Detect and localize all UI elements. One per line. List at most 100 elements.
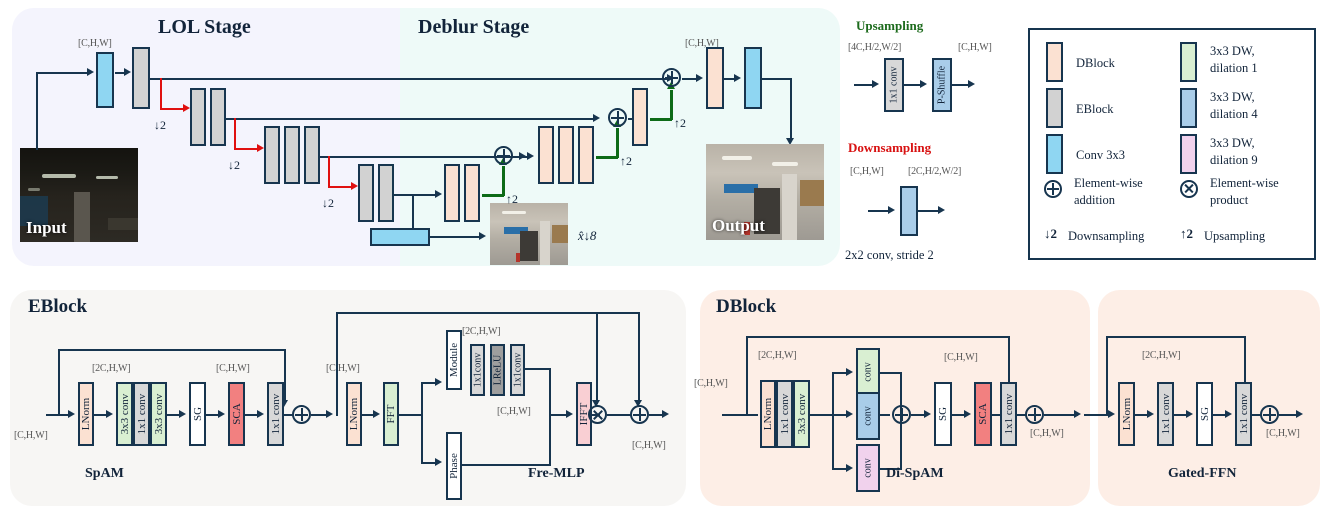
spam-subtitle: SpAM bbox=[85, 466, 124, 481]
up1-mark: ↑2 bbox=[674, 116, 686, 130]
fremlp-skip-drop-mul bbox=[596, 312, 598, 404]
fremlp-split-v bbox=[421, 382, 423, 464]
dispam-sca-block: SCA bbox=[974, 382, 992, 446]
spam-mid-dim: [2C,H,W] bbox=[92, 363, 131, 374]
downsampling-in-dim: [C,H,W] bbox=[850, 166, 884, 177]
dispam-sca-out-line bbox=[992, 414, 1004, 416]
spam-out-1x1conv-label: 1x1 conv bbox=[269, 393, 282, 435]
gffn-lnorm-out-line bbox=[1135, 414, 1149, 416]
fremlp-subtitle: Fre-MLP bbox=[528, 466, 585, 481]
fremlp-1x1conv-b-block: 1x1conv bbox=[510, 344, 525, 396]
add1-out-arrowhead bbox=[696, 74, 703, 82]
down2-vline bbox=[234, 118, 236, 150]
fremlp-in-dim: [C,H,W] bbox=[326, 363, 360, 374]
legend-add-label-line2: addition bbox=[1074, 193, 1115, 207]
dispam-conv-dilation1-block: conv bbox=[856, 348, 880, 396]
legend-dw1-label-line1: 3x3 DW, bbox=[1210, 44, 1255, 58]
dispam-branch1-line bbox=[832, 372, 848, 374]
upsampling-in-line bbox=[854, 84, 874, 86]
fremlp-skip-riser bbox=[336, 312, 338, 416]
dispam-skip-dim: [C,H,W] bbox=[944, 352, 978, 363]
fremlp-lrelu-label: LReLU bbox=[492, 354, 503, 386]
lol-stage-title: LOL Stage bbox=[158, 16, 251, 38]
dispam-in-line bbox=[722, 414, 758, 416]
deblur-stage-title: Deblur Stage bbox=[418, 16, 530, 38]
up1-vline bbox=[670, 90, 673, 120]
dispam-sca-label: SCA bbox=[977, 403, 989, 425]
add-level1-op bbox=[662, 68, 681, 87]
skip-level3-line bbox=[320, 156, 522, 158]
final-link-line bbox=[724, 78, 736, 80]
dispam-out-line bbox=[1017, 414, 1027, 416]
conv3x3-input-block bbox=[96, 52, 114, 108]
output-photo-caption: Output bbox=[712, 216, 765, 235]
dispam-split-line bbox=[810, 414, 834, 416]
spam-in-line bbox=[46, 414, 70, 416]
fremlp-skip-line2 bbox=[596, 312, 640, 314]
input-photo-caption: Input bbox=[26, 218, 67, 237]
dispam-skip-drop bbox=[1008, 336, 1010, 404]
upsampling-title: Upsampling bbox=[856, 18, 924, 33]
gffn-lnorm-block: LNorm bbox=[1118, 382, 1135, 446]
skip-level2-arrowhead bbox=[593, 114, 600, 122]
input-photo: Input bbox=[20, 148, 138, 242]
down1-hline bbox=[160, 108, 184, 110]
spam-add-arrowhead bbox=[326, 410, 333, 418]
dispam-final-arrowhead bbox=[1074, 410, 1081, 418]
aux-conv3x3-block bbox=[370, 228, 430, 246]
dispam-branch1-arrowhead bbox=[846, 368, 853, 376]
dispam-add-out-line bbox=[911, 414, 927, 416]
fremlp-module-block: Module bbox=[446, 330, 462, 390]
gffn-final-arrowhead bbox=[1296, 410, 1303, 418]
fremlp-phase-block: Phase bbox=[446, 432, 462, 500]
downsampling-title: Downsampling bbox=[848, 140, 932, 155]
legend-dw9-label-line1: 3x3 DW, bbox=[1210, 136, 1255, 150]
gffn-lnorm-arrowhead bbox=[1147, 410, 1154, 418]
down3-hline bbox=[328, 186, 352, 188]
gffn-final-line bbox=[1279, 414, 1299, 416]
fremlp-module-label: Module bbox=[448, 342, 460, 378]
spam-in-arrowhead bbox=[68, 410, 75, 418]
dispam-sg-label: SG bbox=[937, 406, 949, 422]
gffn-in-line bbox=[1084, 414, 1110, 416]
down3-arrowhead bbox=[351, 182, 358, 190]
spam-sg-arrowhead bbox=[218, 410, 225, 418]
dispam-sg-arrowhead bbox=[964, 410, 971, 418]
eblock-l3-a bbox=[264, 126, 280, 184]
downscaled-label: x̂↓8 bbox=[578, 228, 597, 243]
aux-image-arrowhead bbox=[479, 232, 486, 240]
fremlp-branch-dim: [C,H,W] bbox=[497, 406, 531, 417]
eblock-l1-a bbox=[132, 47, 150, 109]
spam-3x3conv-b-label: 3x3 conv bbox=[152, 393, 165, 435]
downsampling-in-line bbox=[868, 210, 890, 212]
spam-3x3conv-a-label: 3x3 conv bbox=[118, 393, 131, 435]
spam-sca-out-line bbox=[245, 414, 259, 416]
legend-eblock-label: EBlock bbox=[1076, 102, 1114, 116]
spam-out-line bbox=[284, 414, 294, 416]
conv-to-eblock-line bbox=[115, 72, 125, 74]
dispam-sg-out-line bbox=[952, 414, 966, 416]
gffn-conv-out-line bbox=[1174, 414, 1188, 416]
legend-upsampling-label: Upsampling bbox=[1204, 229, 1266, 243]
fremlp-phase-arrowhead bbox=[435, 458, 442, 466]
fremlp-final-out-line bbox=[649, 414, 665, 416]
upsampling-in-arrowhead bbox=[872, 80, 879, 88]
gffn-sg-label: SG bbox=[1198, 406, 1211, 422]
skip-level2-line bbox=[226, 118, 596, 120]
spam-skip-line bbox=[58, 349, 286, 351]
spam-sg-label: SG bbox=[191, 406, 204, 422]
spam-add-op bbox=[292, 405, 311, 424]
down1-arrowhead bbox=[183, 104, 190, 112]
fremlp-lrelu-block: LReLU bbox=[490, 344, 505, 396]
gffn-1x1conv-b-label: 1x1 conv bbox=[1237, 393, 1250, 435]
fremlp-module-out-line bbox=[525, 368, 551, 370]
upsampling-pshuffle-label: P-Shuffle bbox=[936, 65, 948, 105]
upsampling-in-dim: [4C,H/2,W/2] bbox=[848, 42, 902, 53]
down3-mark: ↓2 bbox=[322, 196, 334, 210]
spam-sg-out-line bbox=[206, 414, 220, 416]
spam-conv-arrowhead bbox=[179, 410, 186, 418]
dispam-conv-dilation9-block: conv bbox=[856, 444, 880, 492]
dispam-conv-dilation9-label: conv bbox=[862, 458, 874, 478]
output-v-line bbox=[790, 78, 792, 140]
dispam-lnorm-label: LNorm bbox=[762, 397, 774, 431]
